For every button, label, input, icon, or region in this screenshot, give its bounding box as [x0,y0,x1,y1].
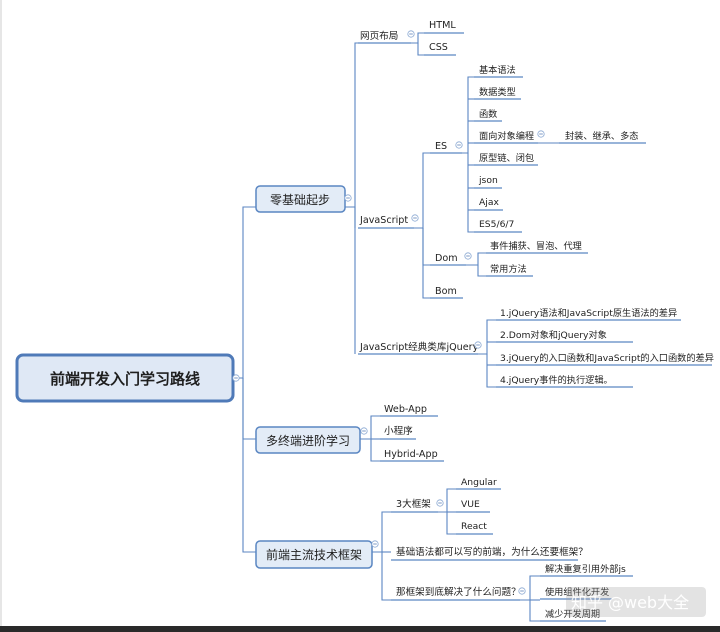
collapse-icon[interactable] [344,194,352,202]
collapse-icon[interactable] [371,540,379,548]
labels-frameworks: 3大框架 Angular VUE React 基础语法都可以写的前端，为什么还要… [396,477,626,620]
multi-item[interactable]: Hybrid-App [384,449,438,460]
framework-item[interactable]: Angular [461,477,497,488]
framework-item[interactable]: VUE [461,499,480,510]
es-item[interactable]: ES5/6/7 [479,219,515,230]
root-label: 前端开发入门学习路线 [50,370,200,388]
collapse-icon[interactable] [455,141,463,149]
es-item[interactable]: 基本语法 [479,64,516,76]
branch-label: 零基础起步 [270,193,330,207]
dom-item[interactable]: 常用方法 [490,263,527,275]
node-javascript[interactable]: JavaScript [359,215,408,226]
branch-label: 前端主流技术框架 [266,547,362,562]
es-item[interactable]: 原型链、闭包 [479,152,534,164]
node-html[interactable]: HTML [429,20,456,31]
watermark: 知乎 @web大全 [566,587,706,617]
collapse-icon[interactable] [411,214,419,222]
branch-multi-terminal[interactable]: 多终端进阶学习 [255,426,361,454]
problem-item[interactable]: 解决重复引用外部js [545,563,626,575]
collapse-icon[interactable] [518,587,526,595]
node-bom[interactable]: Bom [435,286,457,297]
collapse-icon[interactable] [537,130,545,138]
collapse-icon[interactable] [474,341,482,349]
collapse-toggles [232,30,545,595]
jquery-item[interactable]: 1.jQuery语法和JavaScript原生语法的差异 [500,307,677,319]
multi-item[interactable]: Web-App [384,404,427,415]
branch-frameworks[interactable]: 前端主流技术框架 [255,540,373,569]
es-item[interactable]: Ajax [479,197,499,208]
branch-zero-basics[interactable]: 零基础起步 [255,185,346,213]
node-dom[interactable]: Dom [435,253,458,264]
oop-detail[interactable]: 封装、继承、多态 [565,130,639,142]
node-web-layout[interactable]: 网页布局 [360,30,398,42]
connectors [233,32,559,622]
node-css[interactable]: CSS [429,42,448,53]
es-item[interactable]: 数据类型 [479,86,516,98]
watermark-handle: @web大全 [608,593,689,612]
root-node[interactable]: 前端开发入门学习路线 [15,353,235,403]
watermark-logo: 知乎 [571,593,603,612]
es-item[interactable]: 面向对象编程 [479,130,534,142]
node-es[interactable]: ES [435,141,447,152]
jquery-item[interactable]: 3.jQuery的入口函数和JavaScript的入口函数的差异 [500,352,714,364]
jquery-item[interactable]: 2.Dom对象和jQuery对象 [500,329,607,341]
multi-item[interactable]: 小程序 [384,425,413,437]
frame-edge [0,0,2,632]
jquery-item[interactable]: 4.jQuery事件的执行逻辑。 [500,374,613,386]
node-what-problem[interactable]: 那框架到底解决了什么问题？ [396,586,521,598]
collapse-icon[interactable] [436,499,444,507]
node-three-frameworks[interactable]: 3大框架 [396,498,431,510]
collapse-icon[interactable] [232,374,240,382]
underlines [358,32,712,622]
dom-item[interactable]: 事件捕获、冒泡、代理 [490,240,582,252]
labels-multi: Web-App 小程序 Hybrid-App [384,404,438,460]
es-item[interactable]: json [478,175,498,186]
labels-zero: 网页布局 HTML CSS JavaScript ES 基本语法 数据类型 函数… [359,20,714,386]
framework-item[interactable]: React [461,521,487,532]
node-why-framework[interactable]: 基础语法都可以写的前端，为什么还要框架？ [396,546,588,558]
problem-item[interactable]: 使用组件化开发 [545,586,609,598]
branch-label: 多终端进阶学习 [266,433,350,448]
collapse-icon[interactable] [464,252,472,260]
collapse-icon[interactable] [360,427,368,435]
es-item[interactable]: 函数 [479,108,497,120]
node-jquery[interactable]: JavaScript经典类库jQuery [359,341,479,353]
frame-bottom-bar [0,626,720,632]
problem-item[interactable]: 减少开发周期 [545,608,600,620]
collapse-icon[interactable] [407,30,415,38]
